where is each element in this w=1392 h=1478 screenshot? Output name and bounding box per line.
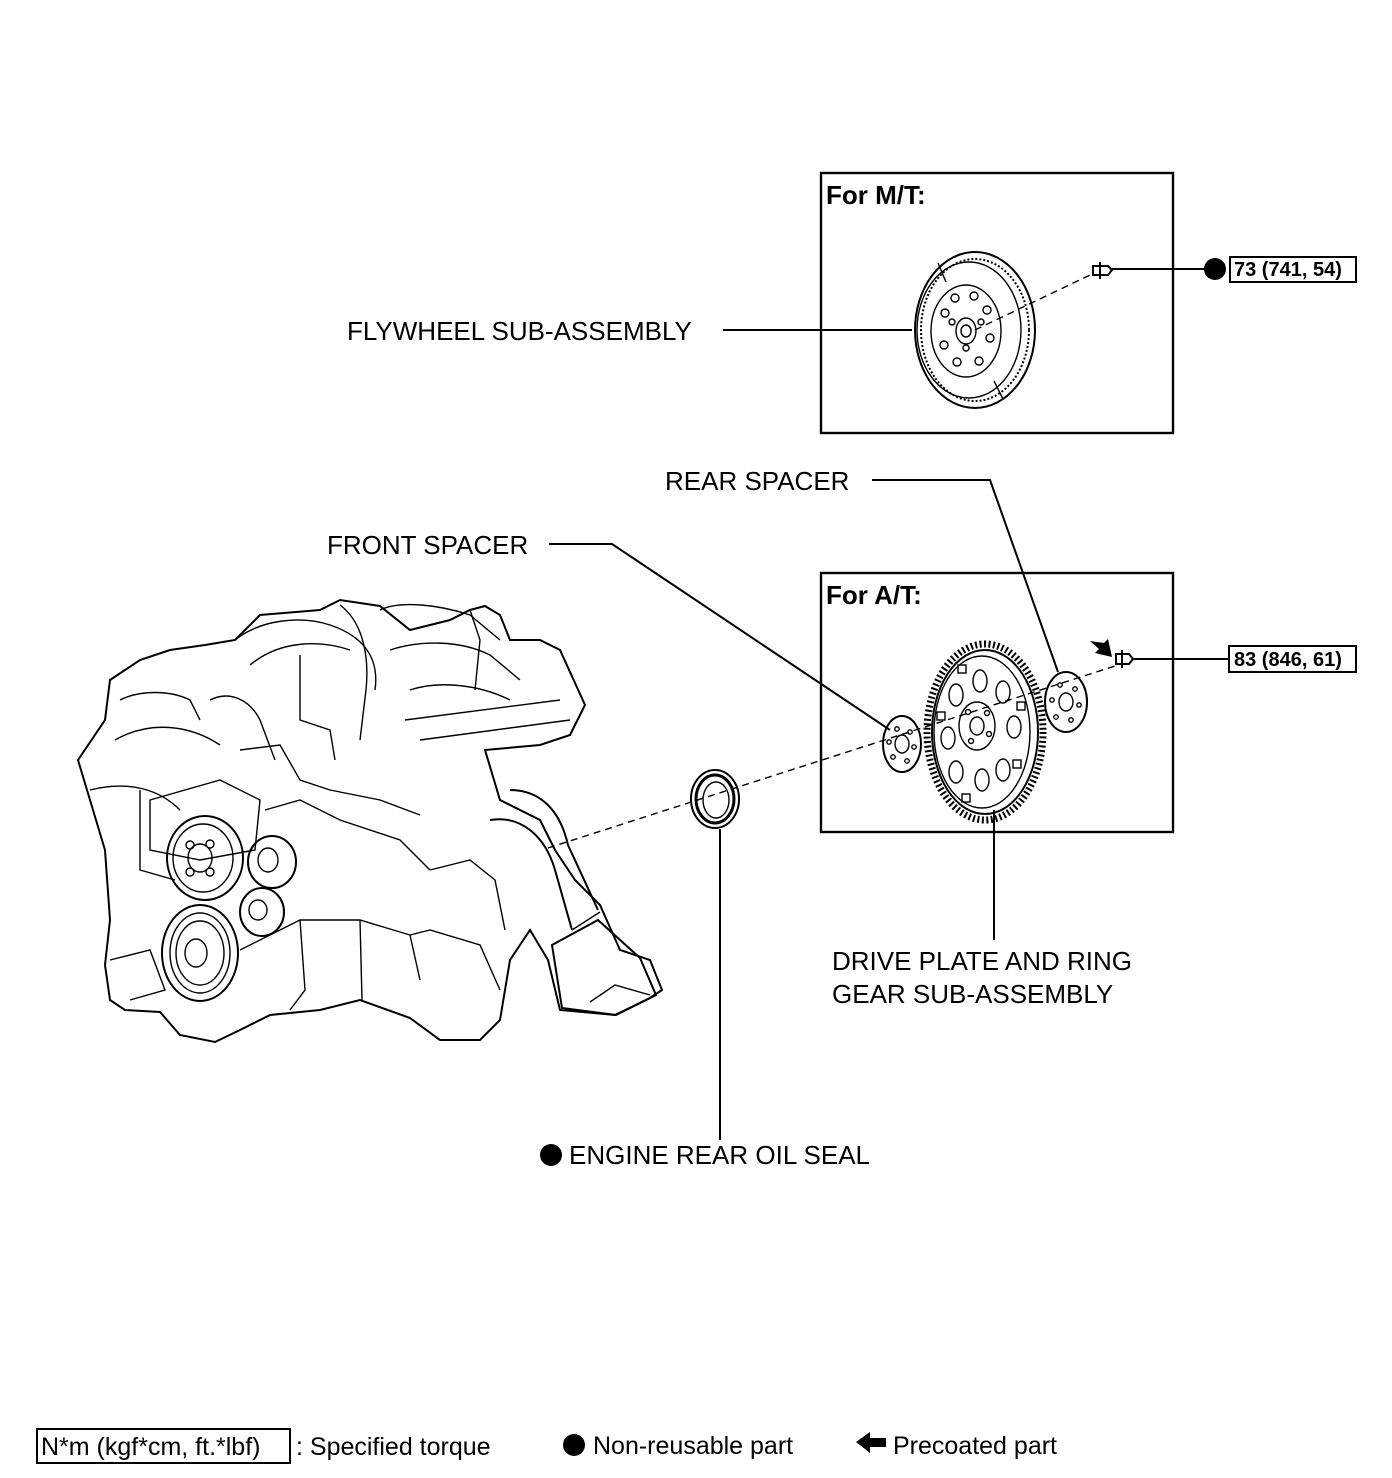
at-torque-value: 83 (846, 61) — [1234, 649, 1342, 671]
legend-precoated-arrow-icon — [856, 1432, 886, 1453]
legend-nonreusable-text: Non-reusable part — [593, 1432, 793, 1460]
drive-plate-graphic — [923, 640, 1047, 824]
mt-bolt — [974, 262, 1114, 331]
mt-panel-frame — [819, 171, 1175, 435]
drive-plate-label-line-2: GEAR SUB-ASSEMBLY — [832, 979, 1113, 1009]
flywheel-graphic — [914, 251, 1036, 409]
engine-graphic — [76, 598, 664, 1044]
rear-spacer-label: REAR SPACER — [665, 466, 849, 496]
mt-bolt-nonreusable-icon — [1204, 258, 1226, 280]
oil-seal-nonreusable-icon — [540, 1144, 562, 1166]
legend-nonreusable-icon — [563, 1434, 585, 1456]
at-bolt — [1115, 650, 1135, 668]
legend-precoated-text: Precoated part — [893, 1432, 1057, 1460]
at-panel: For A/T: — [819, 571, 1175, 834]
legend-torque-box — [36, 1428, 291, 1464]
front-spacer-graphic — [882, 715, 922, 773]
rear-spacer-graphic — [1044, 671, 1088, 733]
legend-torque-description: : Specified torque — [296, 1433, 491, 1461]
drive-plate-label-line-1: DRIVE PLATE AND RING — [832, 946, 1132, 976]
legend: N*m (kgf*cm, ft.*lbf) : Specified torque… — [36, 1428, 1057, 1464]
at-torque-box — [1228, 645, 1357, 673]
flywheel-label: FLYWHEEL SUB-ASSEMBLY — [347, 316, 692, 346]
assembly-axis — [547, 665, 1116, 849]
legend-torque-units: N*m (kgf*cm, ft.*lbf) — [41, 1433, 260, 1461]
at-panel-title: For A/T: — [826, 580, 922, 610]
at-bolt-precoated-arrow-icon — [1090, 639, 1112, 657]
oil-seal-graphic — [690, 769, 740, 829]
front-spacer-label: FRONT SPACER — [327, 530, 528, 560]
mt-torque-box — [1229, 256, 1357, 283]
mt-torque-value: 73 (741, 54) — [1234, 259, 1342, 281]
mt-panel: For M/T: — [819, 171, 1357, 435]
at-panel-frame — [819, 571, 1175, 834]
oil-seal-label: ENGINE REAR OIL SEAL — [569, 1140, 870, 1170]
mt-panel-title: For M/T: — [826, 180, 926, 210]
